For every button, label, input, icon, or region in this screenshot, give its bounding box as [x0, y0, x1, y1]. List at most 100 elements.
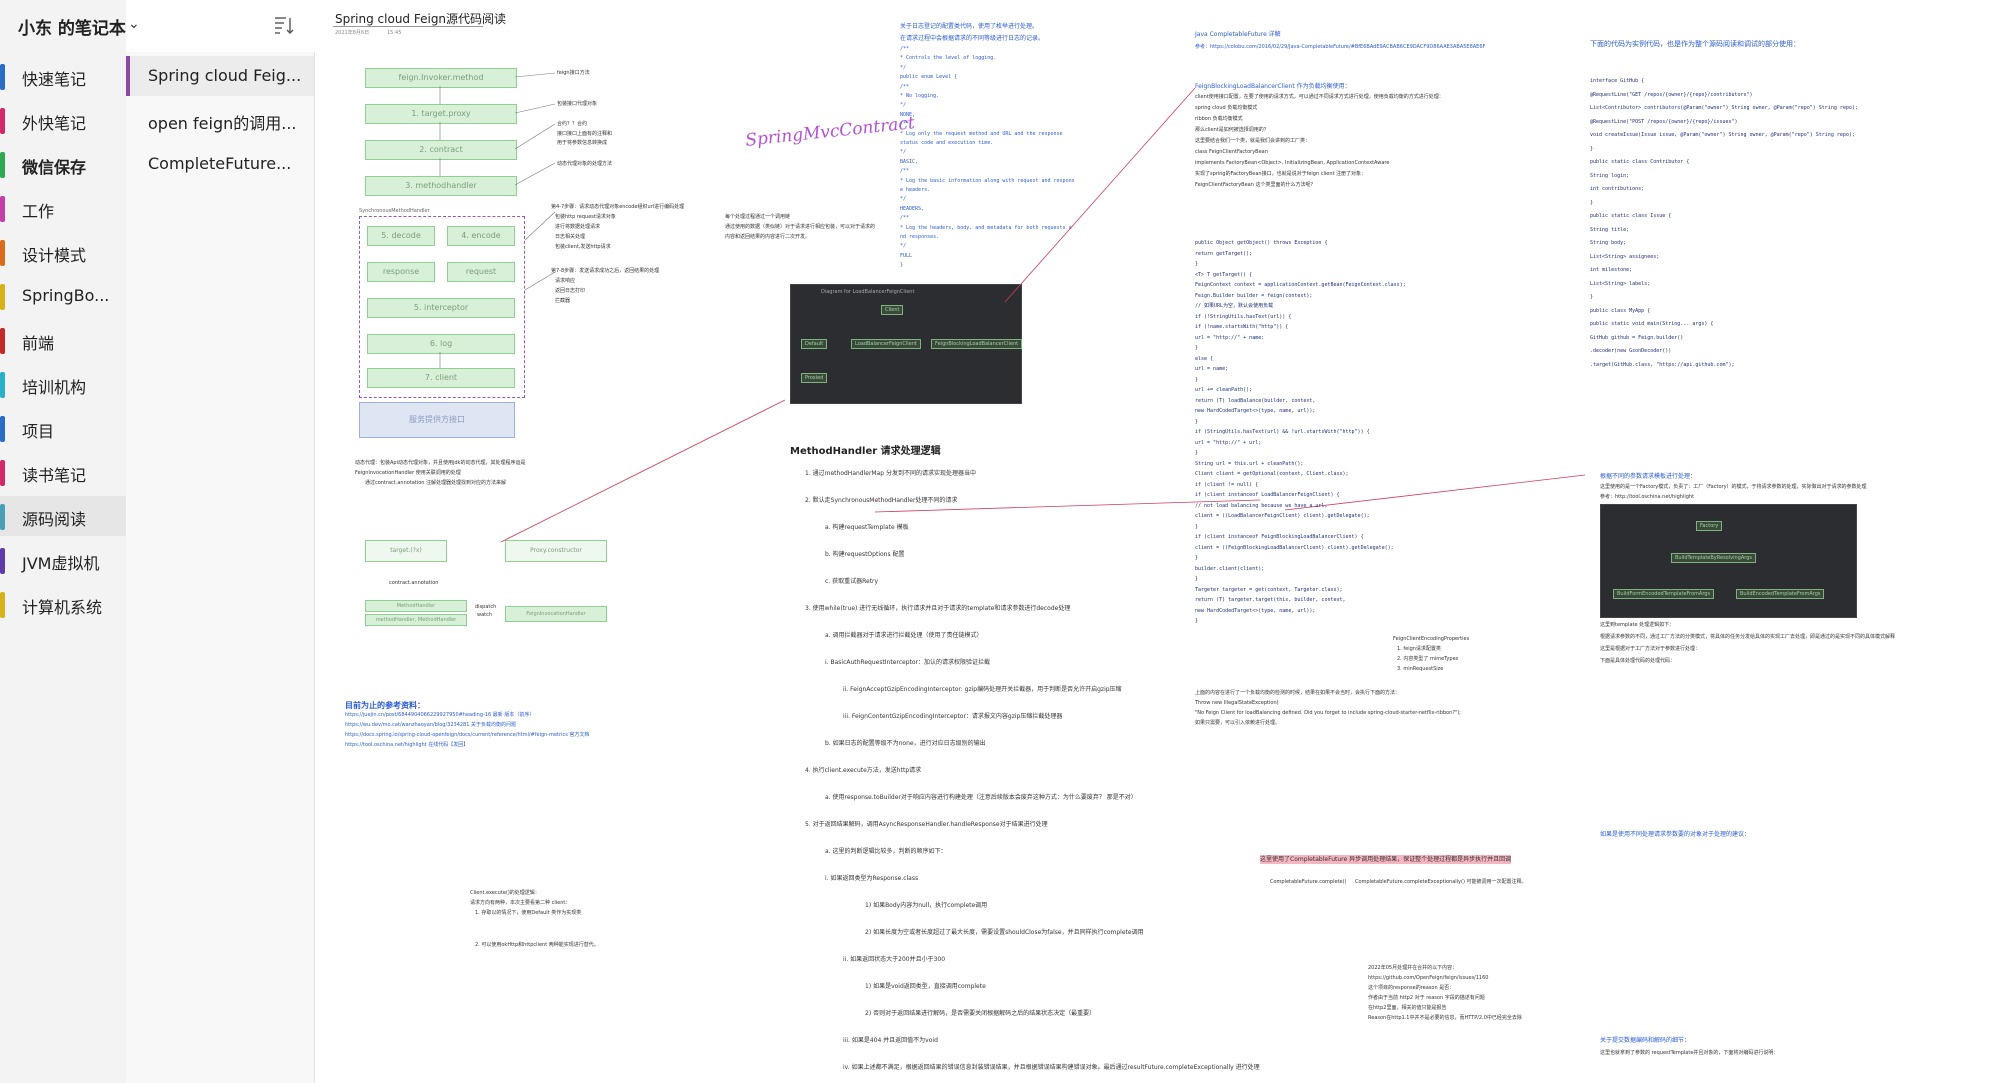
mh-step: 2) 如果长度为空或者长度超过了最大长度，需要设置shouldClose为fal…: [865, 929, 1144, 936]
section-item[interactable]: 前端: [0, 320, 126, 360]
step4-note-0: 第4-7步骤：请求动态代理对象encode组织url进行编码处理: [551, 204, 685, 210]
page-item[interactable]: Spring cloud Feig...: [126, 56, 314, 96]
code-line: return (T) loadBalance(builder, context,: [1195, 397, 1316, 404]
section-item[interactable]: 项目: [0, 408, 126, 448]
logger-code-line: public enum Level {: [900, 74, 958, 81]
fblc-note: client使用接口配置，在要了使用的请求方式，可以通过不同请求方式进行处理，使…: [1195, 94, 1444, 100]
code-line: client = ((FeignBlockingLoadBalancerClie…: [1195, 544, 1394, 551]
section-item[interactable]: JVM虚拟机: [0, 540, 126, 580]
code-line: // 如果URL为空，默认会使用负载: [1195, 303, 1274, 309]
logger-code-line: */: [900, 196, 907, 203]
fblc-note: implements FactoryBean<Object>, Initiali…: [1195, 160, 1390, 166]
ref-2[interactable]: https://docs.spring.io/spring-cloud-open…: [345, 732, 590, 738]
mh-step: i. BasicAuthRequestInterceptor：加认的请求权限验证…: [825, 659, 991, 666]
code-line: url = name;: [1195, 366, 1229, 372]
ref-1[interactable]: https://wu.dev/mo.cat/wanzhaoyan/blog/32…: [345, 722, 517, 728]
complete-call-1: CompletableFuture.completeExceptionally(…: [1355, 879, 1527, 885]
section-label: 设计模式: [22, 246, 87, 265]
resolve-note: 这里到template 处理逻辑如下：: [1600, 622, 1675, 628]
flow-box-decode: 5. decode: [367, 226, 435, 246]
mh-step: iv. 如果上述都不满足，根据返回结果的错误信息封装错误结果，并且根据错误结果构…: [843, 1064, 1260, 1071]
section-item[interactable]: 培训机构: [0, 364, 126, 404]
note-canvas[interactable]: Spring cloud Feign源代码阅读 2021年8月6日 15:45 …: [315, 0, 2000, 1083]
proxy-node-watch: watch: [477, 612, 493, 618]
page-label: CompleteFuture...: [148, 154, 292, 173]
section-color-tab: [0, 460, 5, 486]
section-label: 源码阅读: [22, 510, 87, 529]
no-lb-note: 上面的内容在进行了一个负载均衡的检测的时候，结果在如果不会当时，会执行下面的方法…: [1195, 690, 1401, 696]
section-item[interactable]: 源码阅读: [0, 496, 126, 536]
logger-code-line: NONE,: [900, 111, 916, 118]
mh-step: a. 这里的判断逻辑比较多，判断的顺序如下：: [825, 848, 947, 855]
extra-note: 2022年05月处理并在合并的以下内容：: [1368, 965, 1458, 971]
section-label: JVM虚拟机: [22, 554, 100, 573]
proxy-node-contract: contract.annotation: [389, 580, 439, 586]
logger-code-line: */: [900, 149, 907, 156]
example-code-line: String body;: [1590, 240, 1627, 246]
example-code-line: List<Contributor> contributors(@Param("o…: [1590, 105, 1858, 111]
fcep-title: FeignClientEncodingProperties: [1393, 636, 1470, 642]
fcep-item-0: 1. feign请求配置类: [1397, 646, 1441, 652]
section-color-tab: [0, 240, 5, 266]
section-item[interactable]: 读书笔记: [0, 452, 126, 492]
ref-0[interactable]: https://juejin.cn/post/68449040662299279…: [345, 712, 535, 718]
factory-diagram: Factory BuildTemplateByResolvingArgs Bui…: [1600, 504, 1857, 618]
fblc-note: 实现了spring的FactoryBean接口，也就是说对于feign clie…: [1195, 171, 1367, 177]
cf-link[interactable]: 参考：https://colobu.com/2016/02/29/Java-Co…: [1195, 44, 1486, 50]
example-code-line: List<String> labels;: [1590, 280, 1651, 287]
sync-handler-label: SynchronousMethodHandler: [359, 208, 430, 214]
page-title[interactable]: Spring cloud Feign源代码阅读: [335, 12, 507, 26]
right-title: 下面的代码为实例代码，也是作为整个源码阅读和调试的部分使用：: [1590, 40, 1800, 48]
page-list: [126, 52, 315, 1083]
example-code-line: }: [1590, 199, 1594, 206]
code-line: builder.client(client);: [1195, 565, 1265, 572]
code-line: }: [1195, 345, 1199, 351]
page-item[interactable]: open feign的调用...: [126, 100, 314, 140]
step7-note-0: 第7-8步骤：发送请求成功之后，返回结果的处理: [551, 268, 660, 274]
step4-note-2: 进行将数据处理请求: [555, 224, 601, 230]
chevron-down-icon[interactable]: ⌄: [128, 16, 140, 32]
code-line: FeignContext context = applicationContex…: [1195, 282, 1406, 288]
section-item[interactable]: 快速笔记: [0, 56, 126, 96]
section-color-tab: [0, 416, 5, 442]
code-line: if (!StringUtils.hasText(url)) {: [1195, 313, 1292, 320]
section-label: 微信保存: [22, 158, 87, 177]
client-exec-2: 1. 存取以的情况下，使用Default 类作为实现类: [475, 910, 582, 916]
page-item[interactable]: CompleteFuture...: [126, 144, 314, 184]
resolve-note: 这里是根据对于工厂方法对于参数进行处理：: [1600, 646, 1701, 652]
flow-connectors: [439, 72, 556, 368]
code-line: url = "http://" + name;: [1195, 334, 1265, 341]
code-line: }: [1195, 523, 1199, 530]
diagram-node-fblbc: FeignBlockingLoadBalancerClient: [931, 339, 1023, 349]
code-line: }: [1195, 450, 1199, 456]
code-line: // not load balancing because we have a …: [1195, 502, 1328, 509]
section-item[interactable]: 计算机系统: [0, 584, 126, 624]
logger-code-line: /**: [900, 83, 910, 90]
mh-step: iii. FeignContentGzipEncodingInterceptor…: [843, 713, 1063, 720]
logger-code-line: nd responses.: [900, 234, 940, 240]
example-code-line: public static class Issue {: [1590, 213, 1672, 219]
proxy-node-dispatch: dispatch: [475, 604, 497, 610]
code-line: if (client != null) {: [1195, 481, 1259, 488]
sort-icon[interactable]: [272, 14, 294, 36]
section-label: 外快笔记: [22, 114, 87, 133]
logger-code-line: * Log the basic information along with r…: [900, 177, 1075, 184]
complete-note: 这里使用了CompletableFuture 异步调用处理结果，保证整个处理过程…: [1260, 855, 1512, 864]
example-code-line: public static class Contributor {: [1590, 159, 1690, 165]
diagram-node-client: Client: [881, 305, 904, 315]
page-label: Spring cloud Feig...: [148, 66, 302, 85]
section-item[interactable]: 工作: [0, 188, 126, 228]
section-item[interactable]: 设计模式: [0, 232, 126, 272]
section-item[interactable]: SpringBo...: [0, 276, 126, 316]
step7-note-2: 返回日志打印: [555, 288, 586, 294]
mh-step: 1) 如果Body内容为null，执行complete调用: [865, 902, 988, 909]
notebook-title[interactable]: 小东 的笔记本: [18, 19, 126, 39]
client-exec-0: Client.execute()的处理逻辑：: [470, 890, 540, 896]
section-item[interactable]: 微信保存: [0, 144, 126, 184]
ref-3[interactable]: https://tool.oschina.net/highlight 在线代码【…: [345, 742, 469, 748]
notebook-header[interactable]: 小东 的笔记本 ⌄: [0, 0, 300, 52]
code-line: }: [1195, 376, 1199, 383]
section-item[interactable]: 外快笔记: [0, 100, 126, 140]
refs-title: 目前为止的参考资料：: [345, 701, 425, 710]
proxy-node-fih: FeignInvocationHandler: [505, 606, 607, 622]
